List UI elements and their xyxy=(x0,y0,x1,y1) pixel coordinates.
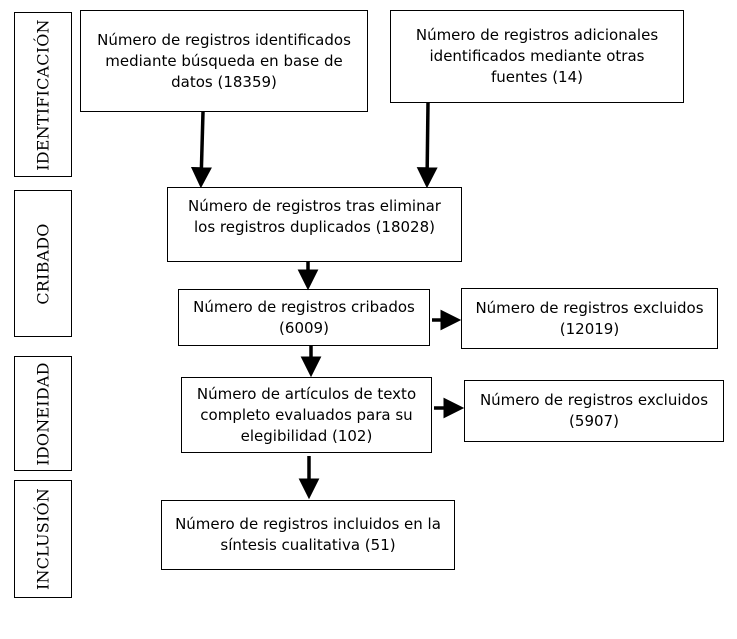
box-other-sources-text: Número de registros adicionales identifi… xyxy=(415,26,659,86)
box-included-text: Número de registros incluidos en la sínt… xyxy=(175,515,441,554)
box-after-duplicates-text: Número de registros tras eliminar los re… xyxy=(188,197,441,236)
arrow-other-to-duplicates xyxy=(416,102,438,189)
phase-idoneidad: IDONEIDAD xyxy=(14,356,72,471)
box-after-duplicates: Número de registros tras eliminar los re… xyxy=(167,187,462,262)
box-database-search-text: Número de registros identificados median… xyxy=(97,30,351,91)
phase-inclusion: INCLUSIÓN xyxy=(14,480,72,598)
box-screened-text: Número de registros cribados (6009) xyxy=(193,297,415,337)
box-excluded-screening: Número de registros excluidos (12019) xyxy=(461,288,718,349)
phase-cribado: CRIBADO xyxy=(14,190,72,337)
box-full-text: Número de artículos de texto completo ev… xyxy=(181,377,432,453)
box-other-sources: Número de registros adicionales identifi… xyxy=(390,10,684,103)
phase-identificacion: IDENTIFICACIÓN xyxy=(14,12,72,177)
box-included: Número de registros incluidos en la sínt… xyxy=(161,500,455,570)
box-excluded-screening-text: Número de registros excluidos (12019) xyxy=(475,298,704,338)
arrow-database-to-duplicates xyxy=(190,111,212,189)
box-full-text-text: Número de artículos de texto completo ev… xyxy=(196,384,417,445)
box-database-search: Número de registros identificados median… xyxy=(80,10,368,112)
box-excluded-eligibility: Número de registros excluidos (5907) xyxy=(464,380,724,442)
box-excluded-eligibility-text: Número de registros excluidos (5907) xyxy=(479,391,709,430)
